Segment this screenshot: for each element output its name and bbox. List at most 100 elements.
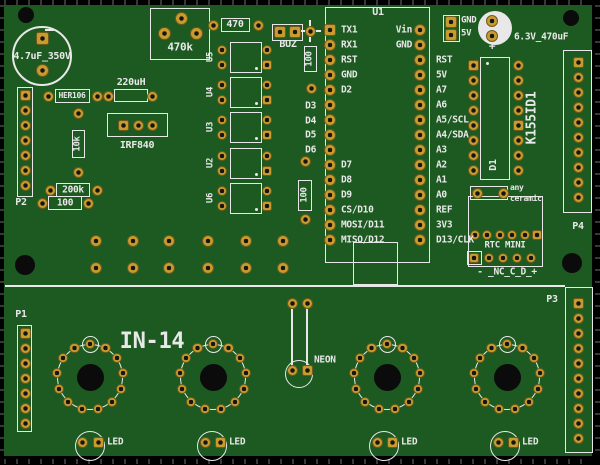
res-100-mid-label: 100 [299, 187, 310, 203]
header-p2-pad [19, 104, 31, 116]
nano-pad-left [324, 144, 336, 156]
nano-pad-right [414, 189, 426, 201]
nixie-tube-pad [359, 396, 371, 407]
nano-pad-right [414, 84, 426, 96]
optocoupler-pad [217, 166, 227, 176]
nano-pin-a5: A5/SCL [436, 114, 469, 126]
grid-pad [240, 262, 252, 274]
dip-pad-right [512, 149, 524, 161]
nano-pin-a2: A2 [436, 159, 447, 171]
led-pad [199, 436, 211, 448]
nano-pin-5v: 5V [436, 69, 447, 81]
header-p3-pad [572, 312, 584, 324]
nixie-tube-pad [92, 403, 104, 415]
nixie-tube-pad [100, 342, 111, 353]
res-200k-label: 200k [62, 184, 84, 196]
optocoupler-pad [262, 95, 272, 105]
nixie-center-hole [493, 363, 521, 391]
pin1-dot [254, 172, 258, 176]
grid-pad [90, 235, 102, 247]
res-100-top-label: 100 [304, 51, 315, 67]
nano-pad-left [324, 129, 336, 141]
nano-pin-vin: Vin [395, 24, 413, 36]
res-200k-pad [44, 184, 56, 196]
cap-350v-label: 4.7uF_350V [13, 51, 71, 62]
header-p3-pad [572, 432, 584, 444]
led2-label: LED [229, 436, 246, 448]
nano-pad-right [414, 129, 426, 141]
cap-470uf-label: 6.3V_470uF [514, 31, 569, 43]
buzzer-pad [274, 26, 286, 38]
optocoupler-pad [217, 201, 227, 211]
header-p1-pad [19, 342, 31, 354]
nixie-tube-pad [373, 403, 385, 415]
header-p4-pad [572, 161, 584, 173]
nano-pad-left [324, 84, 336, 96]
nano-pad-right [414, 219, 426, 231]
grid-pad [202, 235, 214, 247]
rtc-pad-bottom [484, 253, 494, 263]
mosfet-irf840-pad [117, 119, 129, 131]
nixie-tube-pad [52, 367, 63, 379]
gnd5v-pad [445, 29, 457, 41]
nixie-tube-pad [176, 383, 188, 394]
nano-pad-right [414, 159, 426, 171]
nixie-tube-pad [215, 403, 227, 415]
testpoint-pad [304, 25, 316, 37]
ruler-ticks-top [4, 0, 592, 5]
neon-label: NEON [314, 354, 336, 366]
cap-ceramic-pad [471, 187, 483, 199]
inductor-220uh-pad [146, 90, 158, 102]
optocoupler-pad [217, 45, 227, 55]
diode-her106-pad [42, 90, 54, 102]
optocoupler-pad [262, 166, 272, 176]
rtc-module-label: RTC MINI [484, 240, 526, 251]
dip-pad-right [512, 104, 524, 116]
rtc-pin-box [467, 251, 482, 265]
grid-pad [277, 235, 289, 247]
inductor-220uh-outline [114, 89, 148, 102]
nixie-tube-pad [469, 367, 480, 379]
optocoupler-pad [262, 151, 272, 161]
dip-pad-right [512, 59, 524, 71]
header-p1-pad [19, 327, 31, 339]
nano-pad-left [324, 69, 336, 81]
dip-pad-left [467, 59, 479, 71]
optocoupler-pad [262, 60, 272, 70]
grid-pad [127, 262, 139, 274]
nano-pad-left [324, 204, 336, 216]
chip-u3-label: U3 [205, 121, 216, 133]
nixie-tube-pad [115, 383, 127, 394]
tube-in14-label: IN-14 [119, 329, 185, 354]
grid-pad [163, 262, 175, 274]
gnd5v-pad [445, 16, 457, 28]
inductor-220uh-label: 220uH [116, 77, 146, 88]
header-p4-pad [572, 131, 584, 143]
res-100-left-label: 100 [56, 197, 74, 209]
res-470-pad [207, 19, 219, 31]
nixie-tube-pad [84, 338, 96, 350]
diode-d6-label: D6 [305, 144, 316, 156]
gnd-header-label: GND [461, 15, 477, 26]
header-p4-label: P4 [572, 221, 584, 232]
nano-pin-d10: CS/D10 [341, 204, 374, 216]
chip-u3-outline [230, 112, 262, 143]
res-10k-pad [72, 166, 84, 178]
nano-pin-a7: A7 [436, 84, 447, 96]
diode-her106-pad [91, 90, 103, 102]
rtc-pad-top [520, 230, 530, 240]
cap-470uf-plus: + [488, 39, 496, 53]
chip-u2-outline [230, 148, 262, 179]
nano-pin-d7: D7 [341, 159, 352, 171]
dip-pad-left [467, 74, 479, 86]
nixie-pin1-marker [378, 335, 396, 353]
nixie-tube-pad [523, 396, 535, 407]
optocoupler-pad [217, 115, 227, 125]
grid-pad [202, 262, 214, 274]
nixie-tube-pad [414, 367, 425, 379]
section-divider-line [5, 285, 565, 287]
nixie-tube-pad [106, 396, 118, 407]
mosfet-irf840-pad [146, 119, 158, 131]
mount-hole-bottom-left [15, 255, 35, 275]
nixie-center-hole [76, 363, 104, 391]
